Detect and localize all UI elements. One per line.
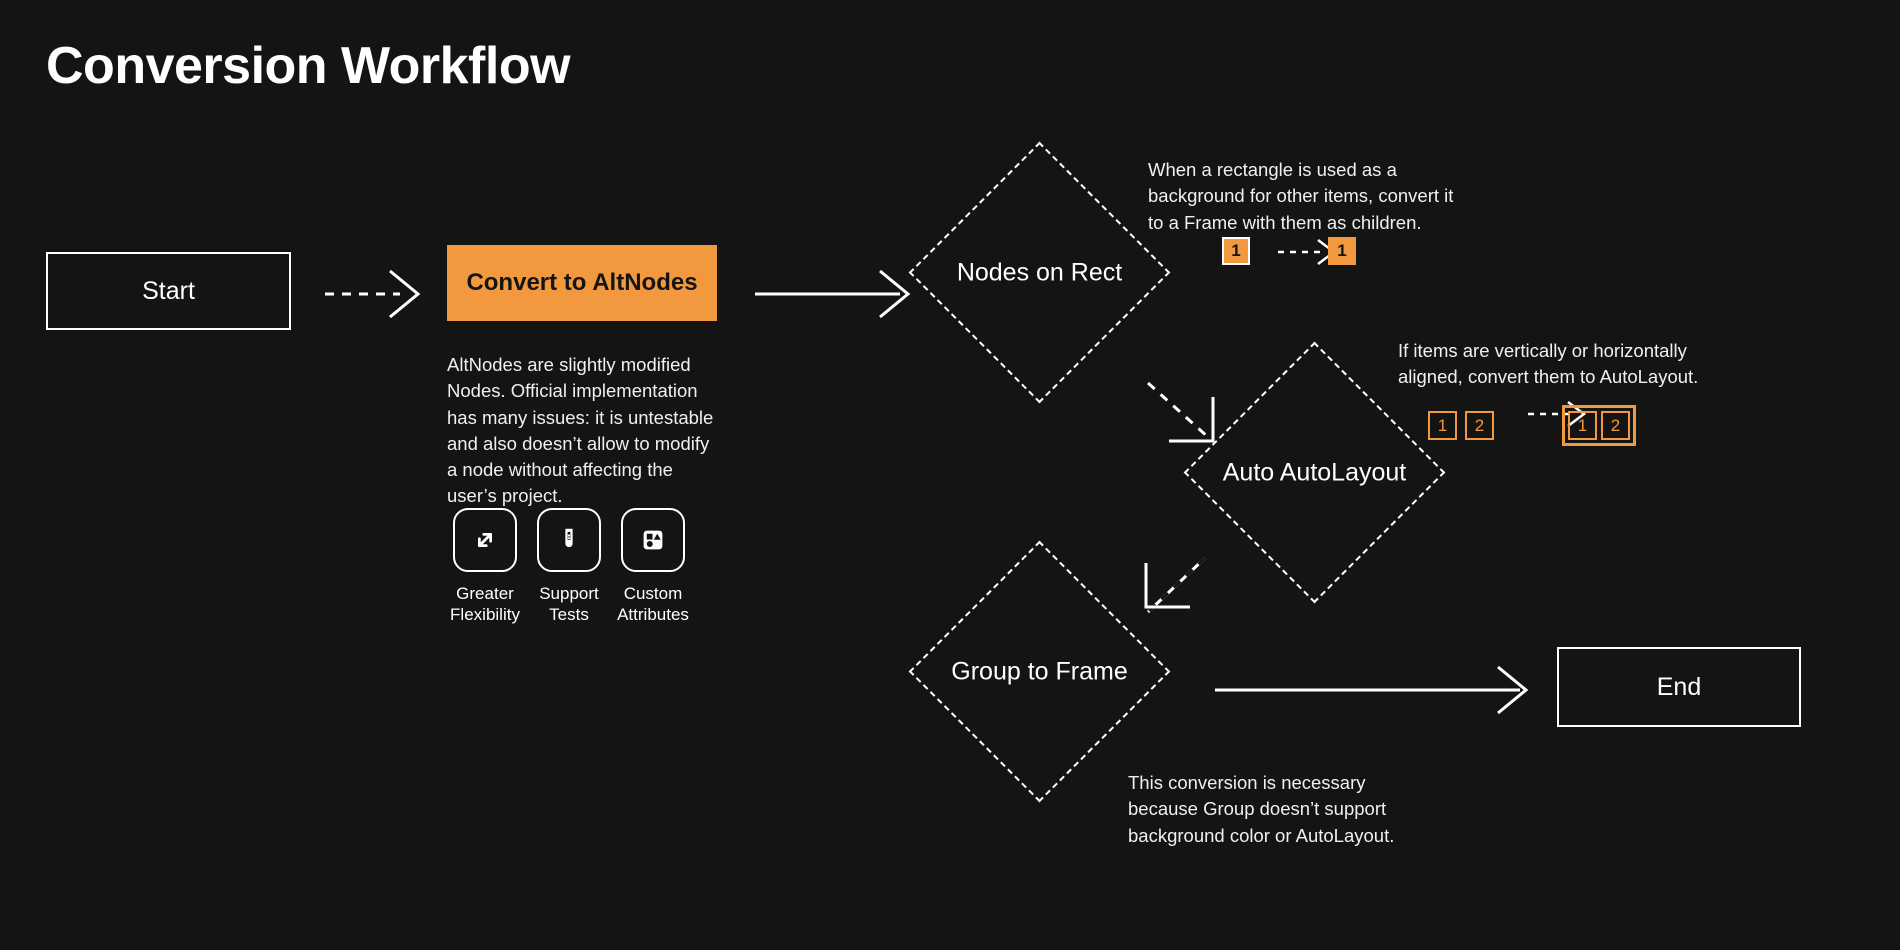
node-start-label: Start xyxy=(142,276,195,305)
node-auto-autolayout-label: Auto AutoLayout xyxy=(1222,458,1407,486)
note-nodes-on-rect: When a rectangle is used as a background… xyxy=(1148,159,1454,233)
badge-after-1: 1 xyxy=(1568,411,1597,440)
feature-label: Support Tests xyxy=(539,584,599,625)
feature-custom-attributes[interactable]: Custom Attributes xyxy=(617,508,689,626)
feature-icon-box xyxy=(453,508,517,572)
shapes-icon xyxy=(643,530,663,550)
badge-row-align: 1 2 1 2 xyxy=(1428,405,1636,446)
node-convert-label: Convert to AltNodes xyxy=(466,269,698,296)
node-group-to-frame-label: Group to Frame xyxy=(951,657,1128,685)
feature-icon-box xyxy=(621,508,685,572)
feature-support-tests[interactable]: Support Tests xyxy=(536,508,602,626)
note-group-to-frame: This conversion is necessary because Gro… xyxy=(1128,772,1395,846)
node-nodes-on-rect-label: Nodes on Rect xyxy=(956,258,1123,286)
node-end[interactable]: End xyxy=(1557,647,1801,727)
badge-after-2: 2 xyxy=(1601,411,1630,440)
node-convert-to-altnodes[interactable]: Convert to AltNodes xyxy=(447,245,717,321)
badge-before-2: 2 xyxy=(1465,411,1494,440)
node-start[interactable]: Start xyxy=(46,252,291,330)
node-auto-autolayout[interactable]: Auto AutoLayout xyxy=(1183,341,1446,604)
page-title: Conversion Workflow xyxy=(46,37,571,95)
connector-nodesonrect-to-autoautolayout xyxy=(1146,381,1215,443)
node-group-to-frame[interactable]: Group to Frame xyxy=(908,540,1171,803)
connector-autoautolayout-to-grouptoframe xyxy=(1144,556,1207,614)
feature-list: Greater Flexibility Support Tests xyxy=(450,508,689,626)
feature-icon-box xyxy=(537,508,601,572)
note-altnodes: AltNodes are slightly modified Nodes. Of… xyxy=(447,354,714,507)
node-nodes-on-rect[interactable]: Nodes on Rect xyxy=(908,141,1171,404)
badge-group-before: 1 2 xyxy=(1428,411,1494,440)
test-tube-icon xyxy=(565,528,573,548)
badge-before-1: 1 xyxy=(1222,237,1250,265)
connector-start-to-convert xyxy=(325,269,421,319)
badge-row-rect: 1 1 xyxy=(1222,237,1356,265)
badge-after-1: 1 xyxy=(1328,237,1356,265)
feature-label: Custom Attributes xyxy=(617,584,689,625)
node-end-label: End xyxy=(1656,672,1702,701)
connector-convert-to-nodesonrect xyxy=(755,269,911,319)
badge-group-after: 1 2 xyxy=(1562,405,1636,446)
feature-label: Greater Flexibility xyxy=(450,584,520,625)
connector-grouptoframe-to-end xyxy=(1215,665,1529,715)
expand-arrows-icon xyxy=(478,533,492,547)
note-auto-autolayout: If items are vertically or horizontally … xyxy=(1398,340,1699,388)
feature-greater-flexibility[interactable]: Greater Flexibility xyxy=(450,508,520,626)
badge-before-1: 1 xyxy=(1428,411,1457,440)
